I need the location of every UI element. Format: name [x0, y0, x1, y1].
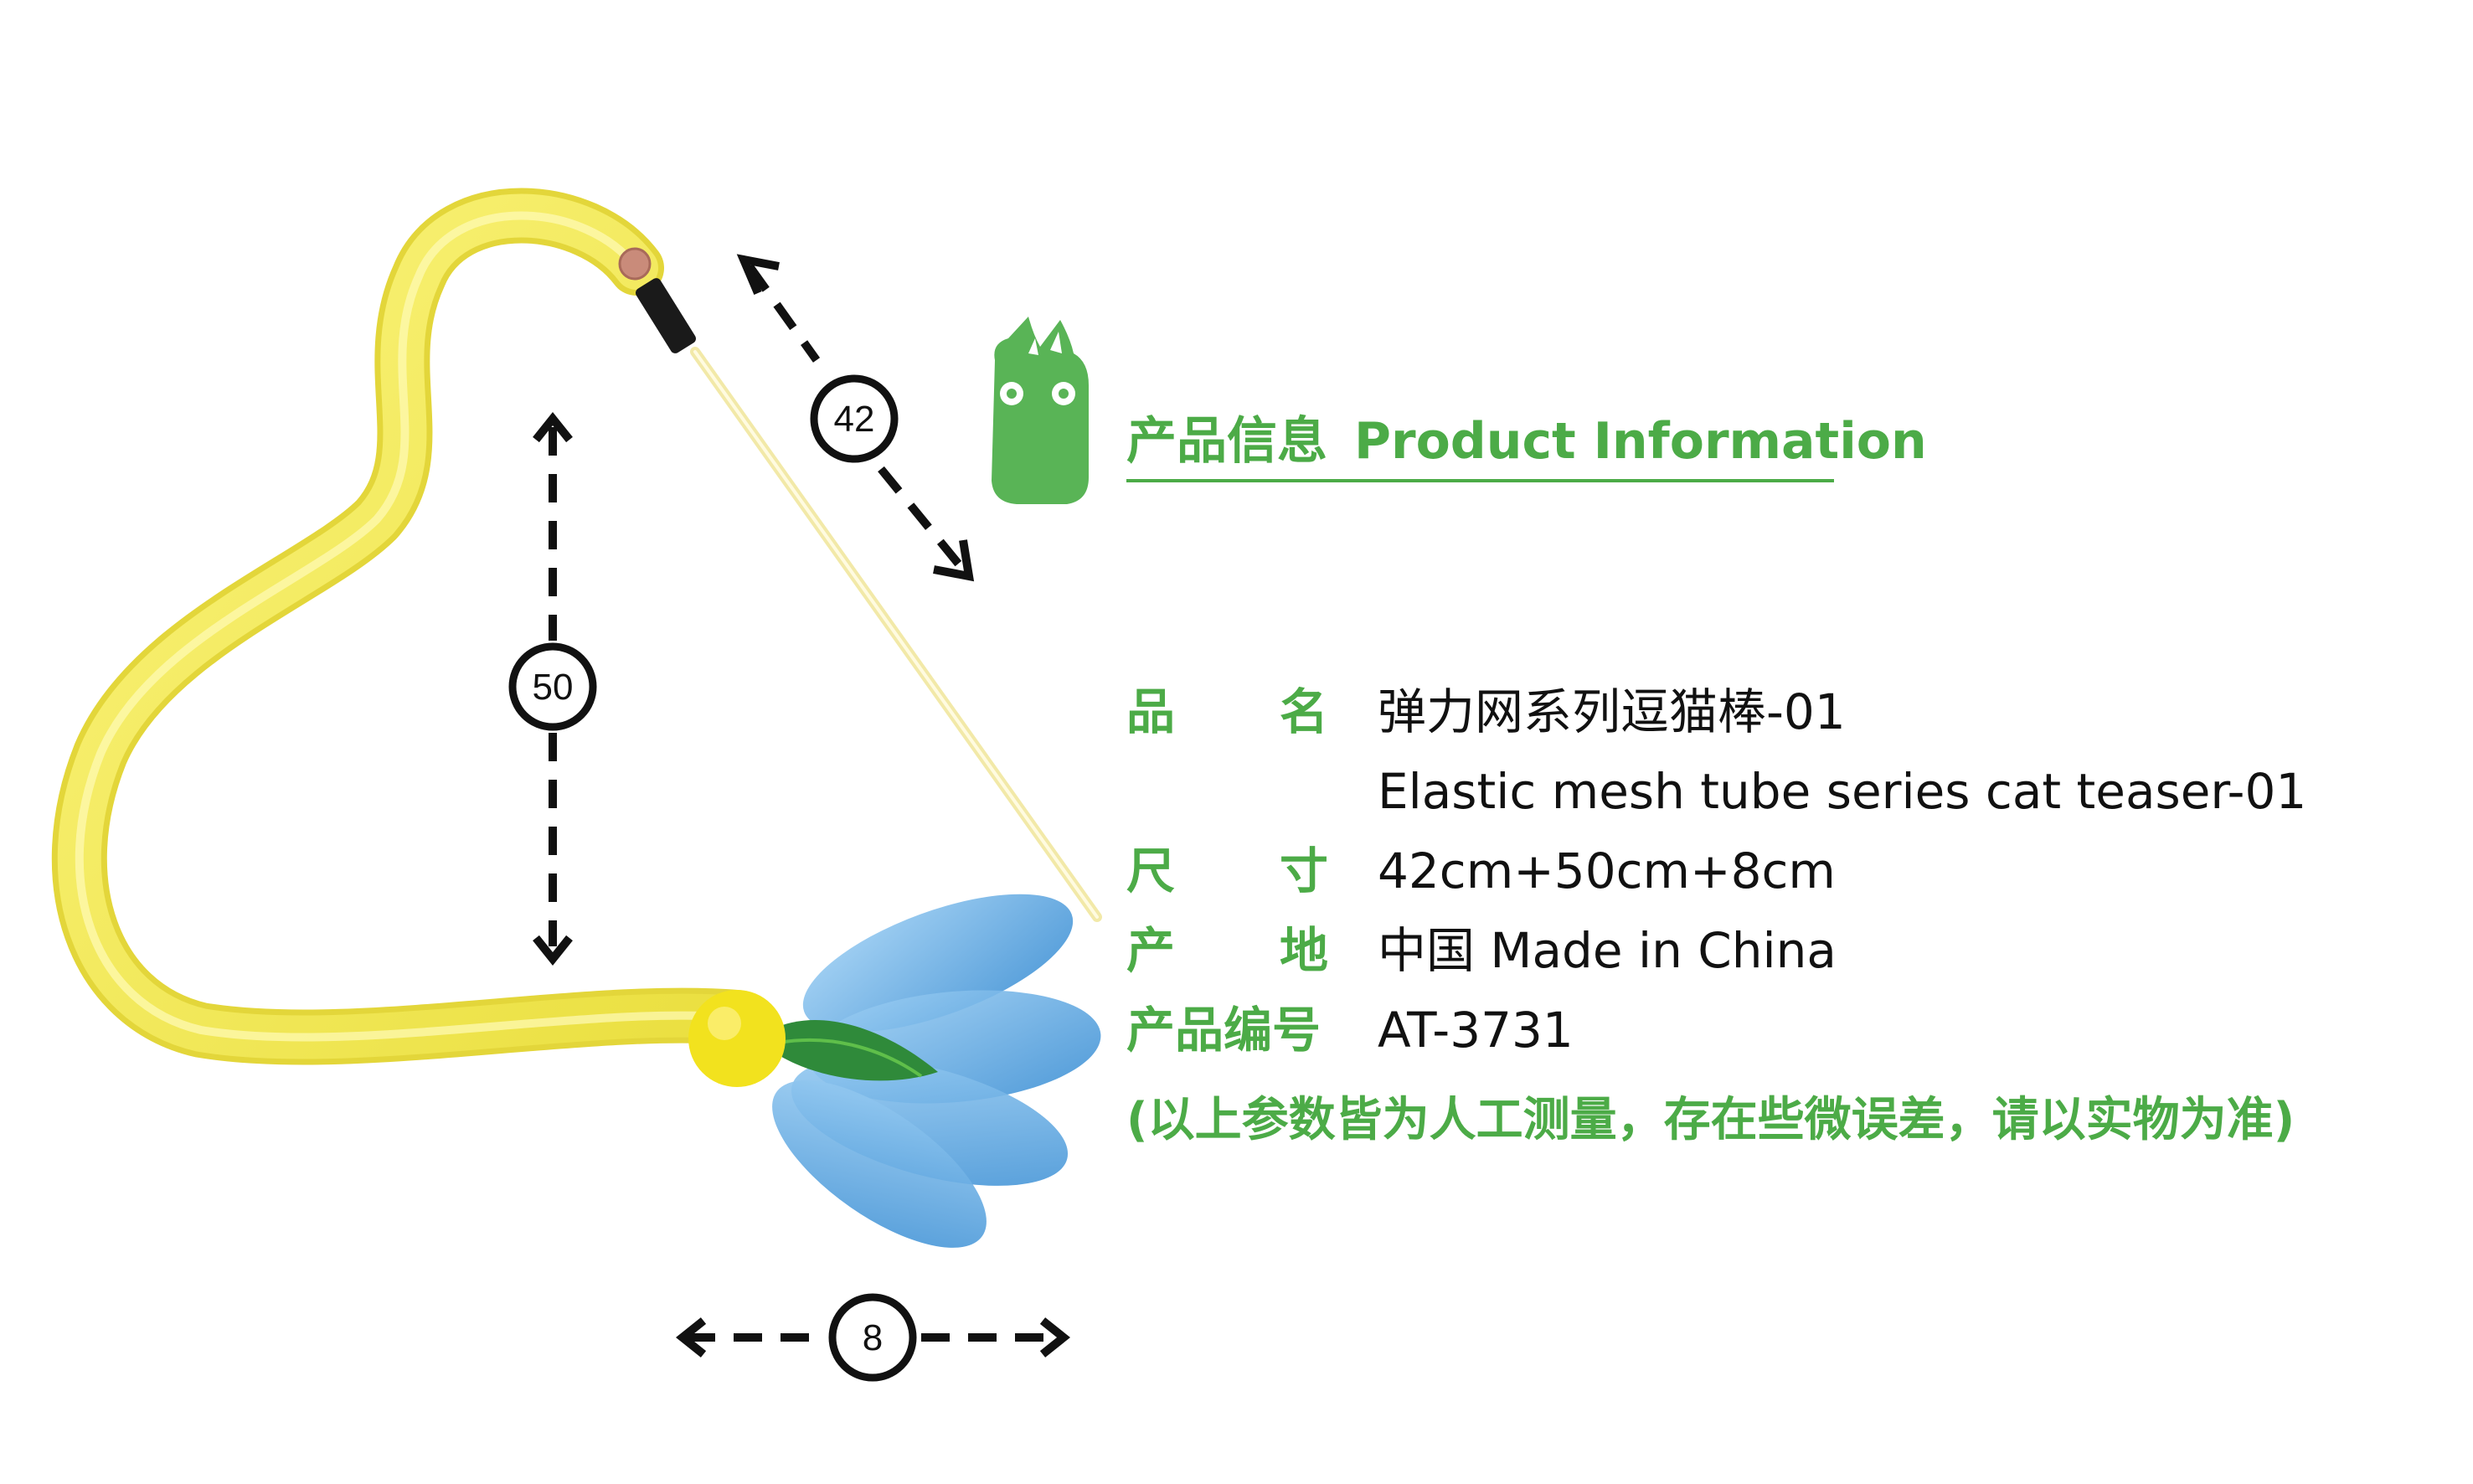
dimension-8-label: 8 — [863, 1317, 883, 1358]
spec-label-origin-1: 产 — [1126, 922, 1176, 979]
tube-bead — [618, 247, 652, 281]
spec-label-size-1: 尺 — [1126, 842, 1176, 899]
section-title: 产品信息 Product Information — [1126, 400, 1954, 473]
spec-value-origin: 中国 Made in China — [1378, 922, 1837, 979]
spec-label-name-2: 名 — [1280, 683, 1329, 740]
dimension-42-marker: 42 — [736, 254, 975, 582]
product-illustration: 42 50 8 — [0, 0, 1114, 1484]
pompom-ball — [688, 990, 786, 1087]
spec-label-size-2: 寸 — [1280, 842, 1329, 899]
spec-label-origin-2: 地 — [1280, 922, 1329, 979]
dimension-50-label: 50 — [533, 667, 574, 708]
section-title-cn: 产品信息 — [1126, 412, 1327, 471]
dimension-42-label: 42 — [834, 399, 875, 440]
measurement-disclaimer: (以上参数皆为人工测量，存在些微误差，请以实物为准) — [1126, 1093, 2295, 1147]
rod-connector — [636, 278, 696, 353]
spec-value-name-en: Elastic mesh tube series cat teaser-01 — [1378, 763, 2307, 820]
title-underline — [1126, 479, 1834, 482]
spec-label-name-1: 品 — [1126, 683, 1176, 740]
feather-head — [770, 894, 1101, 1248]
dimension-8-marker: 8 — [675, 1293, 1071, 1382]
spec-label-code: 产品编号 — [1126, 1002, 1322, 1059]
spec-value-name-cn: 弹力网系列逗猫棒-01 — [1378, 683, 1846, 740]
spec-value-size: 42cm+50cm+8cm — [1378, 842, 1836, 899]
spec-value-code: AT-3731 — [1378, 1002, 1574, 1059]
section-title-en: Product Information — [1354, 412, 1927, 471]
brand-mascot-logo — [980, 310, 1105, 511]
dimension-50-marker: 50 — [508, 411, 597, 966]
